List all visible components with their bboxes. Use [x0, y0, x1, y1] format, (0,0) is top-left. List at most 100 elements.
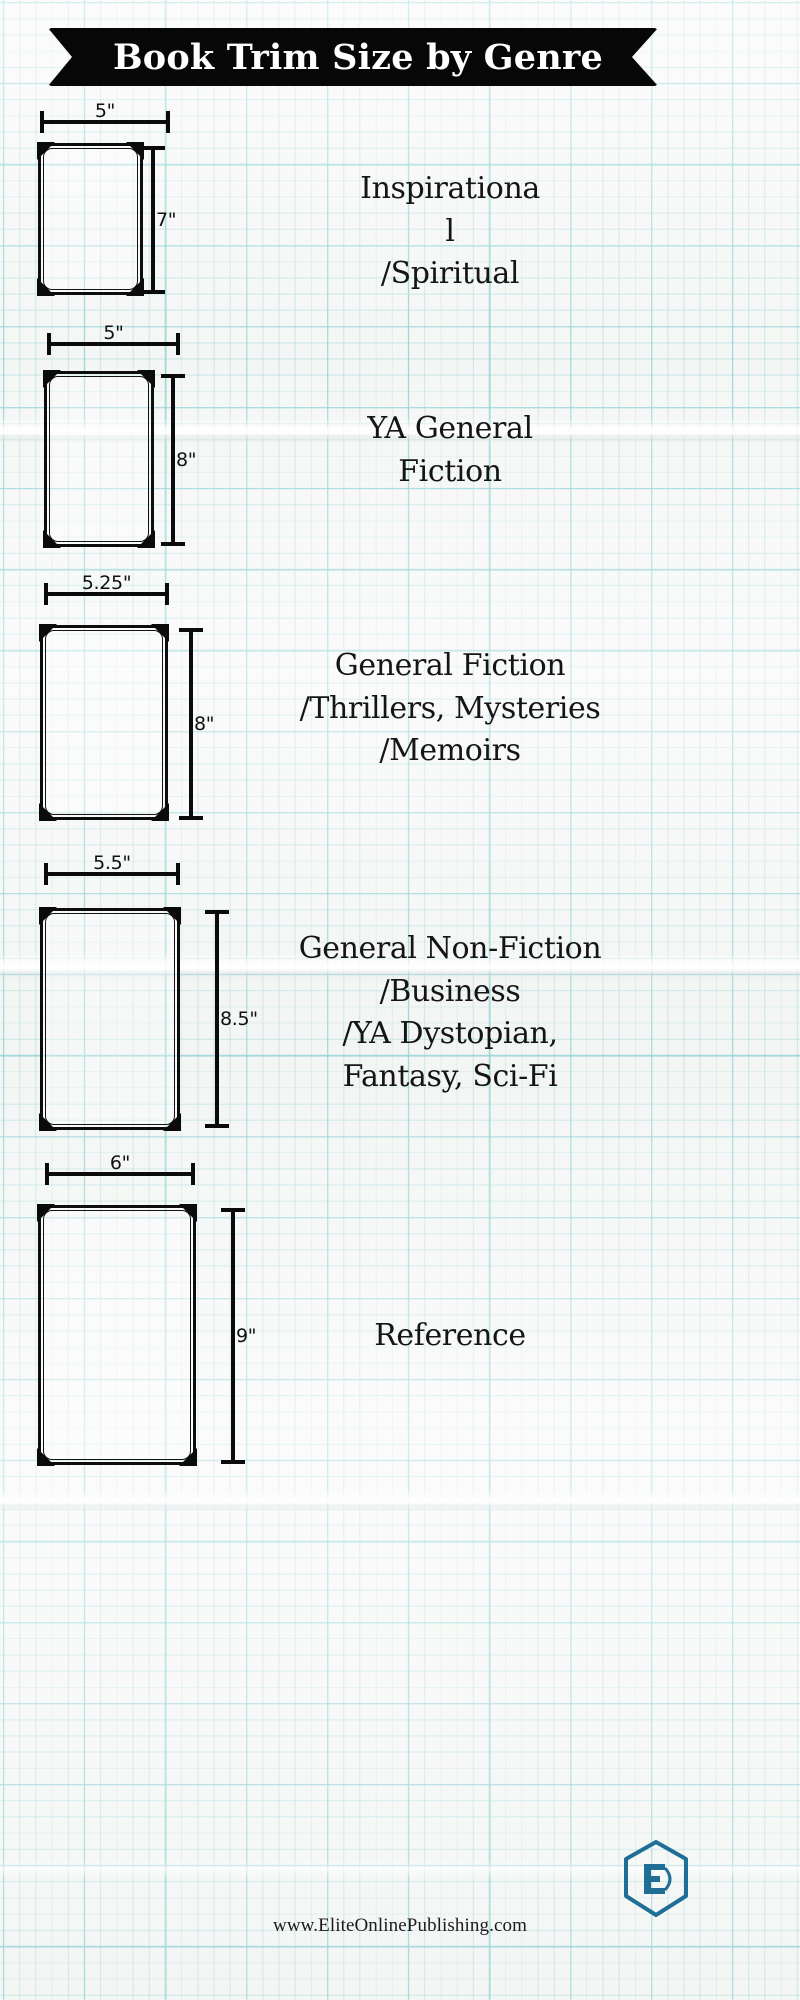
width-label-2: 5"	[103, 322, 124, 344]
width-label-5: 6"	[109, 1152, 131, 1174]
book-inner-outline	[45, 630, 163, 815]
dimension-bar	[215, 910, 219, 1128]
genre-line: /Thrillers, Mysteries	[299, 690, 601, 726]
corner-mark-top-left	[43, 370, 61, 388]
dimension-bar	[189, 628, 193, 820]
height-dimension-2: 8"	[160, 374, 197, 546]
genre-line: Fiction	[398, 453, 502, 489]
book-shape-3	[39, 624, 169, 821]
book-outline	[44, 371, 154, 547]
width-dimension-2: 5"	[47, 322, 180, 358]
height-dimension-1: 7"	[140, 146, 177, 294]
genre-line: Reference	[374, 1318, 526, 1353]
book-outline	[38, 1205, 196, 1465]
genre-line: l	[445, 213, 455, 249]
height-dimension-3: 8"	[178, 628, 215, 820]
width-dimension-5: 6"	[45, 1152, 195, 1188]
dimension-cap-top	[205, 910, 229, 914]
genre-label-4: General Non-Fiction /Business /YA Dystop…	[250, 928, 650, 1098]
dimension-cap-top	[161, 374, 185, 378]
genre-line: /Memoirs	[379, 733, 521, 769]
corner-mark-top-left	[39, 624, 57, 642]
width-dimension-4: 5.5"	[44, 852, 180, 888]
book-shape-4	[39, 907, 181, 1131]
height-label-2: 8"	[176, 449, 197, 471]
dimension-cap-top	[141, 146, 165, 150]
dimension-cap-bottom	[179, 816, 203, 820]
corner-mark-top-right	[163, 907, 181, 925]
height-dimension-5: 9"	[220, 1208, 257, 1464]
dimension-bar	[40, 120, 170, 124]
book-inner-outline	[43, 148, 138, 290]
title-banner: Book Trim Size by Genre	[48, 28, 658, 86]
corner-mark-bottom-right	[126, 278, 144, 296]
corner-mark-bottom-left	[37, 1448, 55, 1466]
book-inner-outline	[43, 1210, 191, 1460]
corner-mark-bottom-left	[39, 1113, 57, 1131]
corner-mark-top-right	[126, 142, 144, 160]
genre-line: General Non-Fiction	[298, 931, 602, 966]
dimension-cap-right	[191, 1163, 195, 1185]
dimension-bar	[47, 342, 180, 346]
dimension-cap-bottom	[161, 542, 185, 546]
corner-mark-top-right	[151, 624, 169, 642]
dimension-cap-left	[40, 111, 44, 133]
dimension-cap-bottom	[141, 290, 165, 294]
width-dimension-1: 5"	[40, 100, 170, 136]
corner-mark-top-left	[37, 1204, 55, 1222]
dimension-cap-left	[44, 583, 48, 605]
book-shape-2	[43, 370, 155, 548]
dimension-cap-top	[179, 628, 203, 632]
book-outline	[38, 143, 143, 295]
genre-label-3: General Fiction /Thrillers, Mysteries /M…	[250, 645, 650, 773]
width-label-4: 5.5"	[93, 852, 131, 874]
genre-label-2: YA General Fiction	[280, 408, 620, 493]
corner-mark-bottom-right	[179, 1448, 197, 1466]
dimension-cap-bottom	[221, 1460, 245, 1464]
corner-mark-bottom-right	[151, 803, 169, 821]
dimension-bar	[44, 592, 169, 596]
height-label-4: 8.5"	[220, 1008, 258, 1030]
corner-mark-bottom-right	[163, 1113, 181, 1131]
corner-mark-top-right	[179, 1204, 197, 1222]
genre-line: /Business	[379, 973, 521, 1009]
corner-mark-top-right	[137, 370, 155, 388]
dimension-cap-bottom	[205, 1124, 229, 1128]
dimension-bar	[44, 872, 180, 876]
book-shape-5	[37, 1204, 197, 1466]
height-label-1: 7"	[156, 209, 177, 231]
banner-ribbon: Book Trim Size by Genre	[48, 28, 658, 86]
height-dimension-4: 8.5"	[204, 910, 258, 1128]
page-title: Book Trim Size by Genre	[113, 36, 603, 78]
height-label-5: 9"	[236, 1325, 257, 1347]
genre-line: YA General	[367, 411, 533, 446]
corner-mark-bottom-left	[37, 278, 55, 296]
corner-mark-bottom-left	[43, 530, 61, 548]
dimension-cap-right	[176, 333, 180, 355]
book-shape-1	[37, 142, 144, 296]
width-label-1: 5"	[94, 100, 116, 122]
dimension-cap-left	[45, 1163, 49, 1185]
genre-line: Fantasy, Sci-Fi	[342, 1058, 558, 1094]
corner-mark-top-left	[37, 142, 55, 160]
dimension-bar	[45, 1172, 195, 1176]
genre-line: /Spiritual	[380, 256, 520, 292]
dimension-cap-right	[166, 111, 170, 133]
height-label-3: 8"	[194, 713, 215, 735]
genre-line: Inspirationa	[360, 171, 540, 206]
dimension-bar	[171, 374, 175, 546]
corner-mark-bottom-left	[39, 803, 57, 821]
footer-url[interactable]: www.EliteOnlinePublishing.com	[273, 1915, 527, 1936]
book-outline	[40, 625, 168, 820]
dimension-cap-left	[47, 333, 51, 355]
dimension-cap-right	[165, 583, 169, 605]
corner-mark-bottom-right	[137, 530, 155, 548]
book-outline	[40, 908, 180, 1130]
dimension-cap-top	[221, 1208, 245, 1212]
width-label-3: 5.25"	[81, 572, 132, 594]
width-dimension-3: 5.25"	[44, 572, 169, 608]
paper-crease	[0, 1488, 800, 1512]
book-inner-outline	[45, 913, 175, 1125]
dimension-cap-left	[44, 863, 48, 885]
